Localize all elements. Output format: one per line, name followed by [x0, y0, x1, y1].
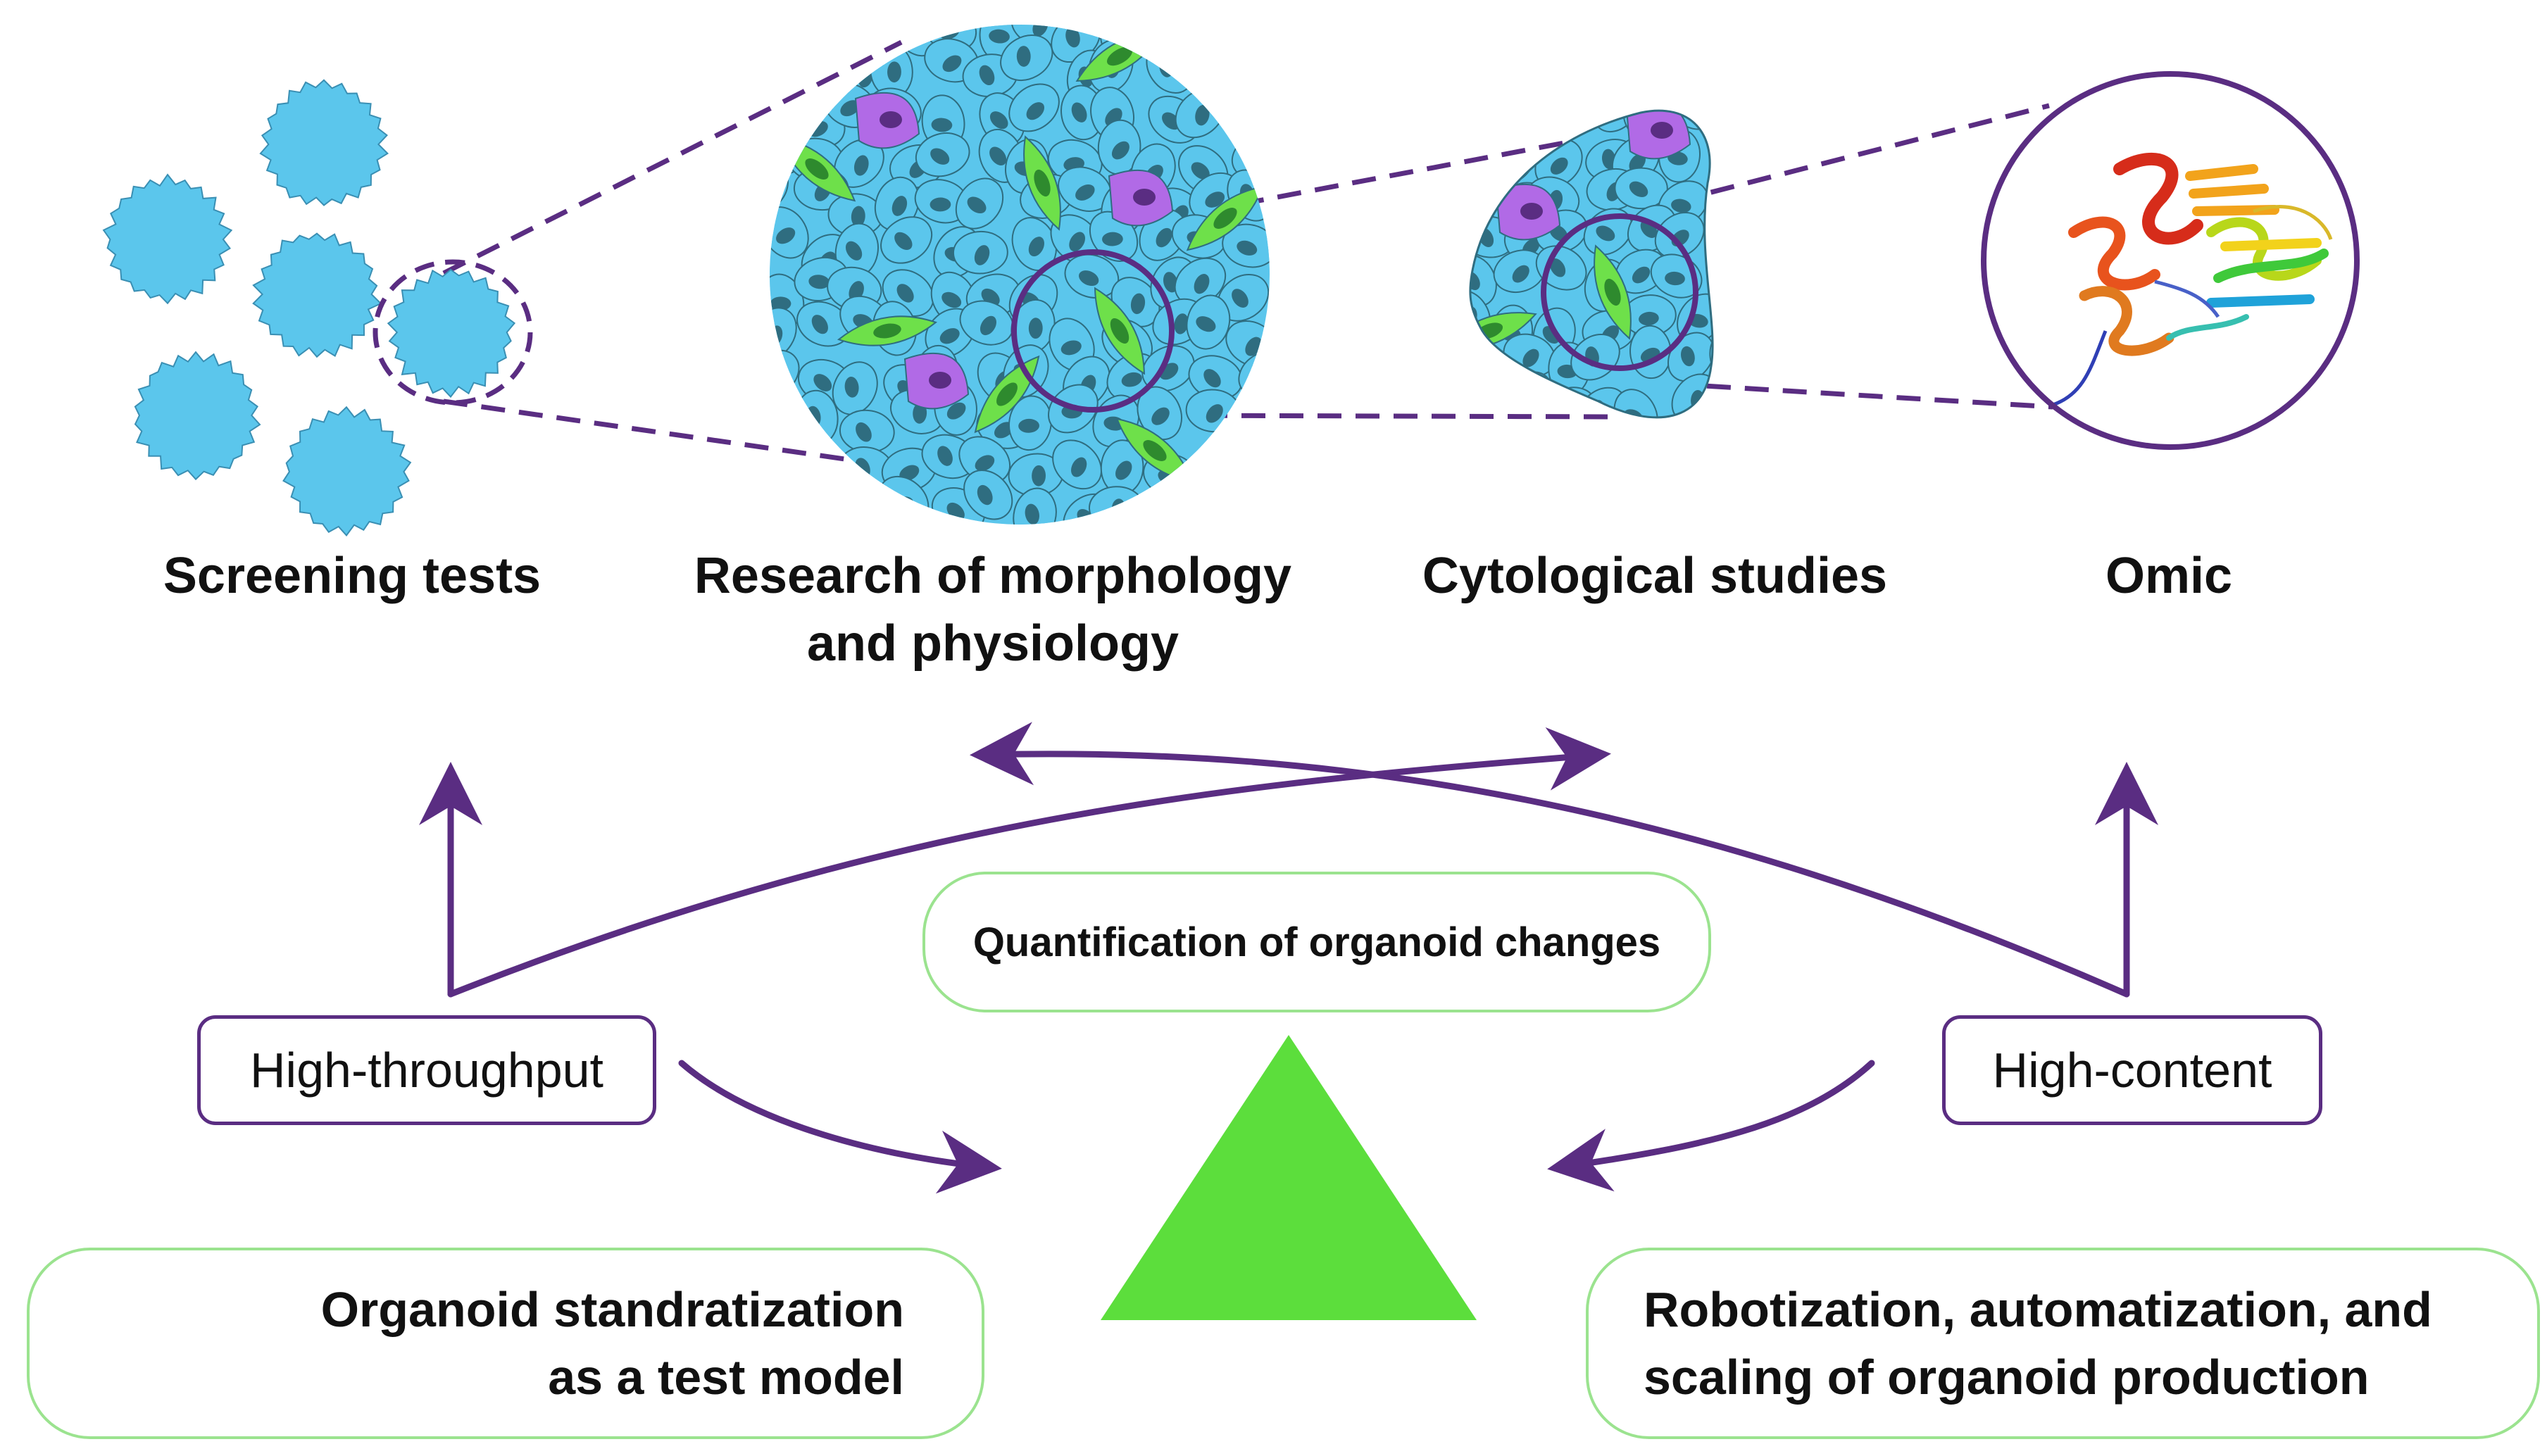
- omic-protein-view: [1981, 71, 2360, 450]
- robotization-line1: Robotization, automatization, and: [1644, 1282, 2432, 1337]
- zoom-lines: [442, 39, 2053, 467]
- organoid-blob: [102, 173, 233, 305]
- label-cytological-studies: Cytological studies: [1422, 548, 1888, 604]
- standardization-box: Organoid standratization as a test model: [27, 1248, 984, 1439]
- organoid-blob: [259, 79, 389, 206]
- protein-structure-icon: [2052, 153, 2333, 407]
- high-throughput-tag: High-throughput: [197, 1015, 656, 1125]
- label-morphology-line2: and physiology: [806, 615, 1179, 672]
- high-content-tag: High-content: [1942, 1015, 2322, 1125]
- standardization-line1: Organoid standratization: [320, 1282, 904, 1337]
- standardization-text: Organoid standratization as a test model: [321, 1276, 904, 1411]
- morphology-organoid: [770, 25, 1270, 525]
- screening-organoids: [102, 79, 516, 536]
- organoid-blob: [252, 232, 382, 358]
- robotization-box: Robotization, automatization, and scalin…: [1586, 1248, 2540, 1439]
- robotization-text: Robotization, automatization, and scalin…: [1644, 1276, 2432, 1411]
- organoid-blob: [134, 351, 261, 481]
- robotization-line2: scaling of organoid production: [1644, 1350, 2370, 1405]
- flow-arrows: [419, 722, 2158, 1194]
- high-content-text: High-content: [1992, 1043, 2272, 1098]
- morphology-focus-circle: [1011, 249, 1175, 413]
- label-omic: Omic: [2105, 548, 2233, 604]
- balance-triangle: [1101, 1035, 1477, 1320]
- cytological-focus-circle: [1541, 213, 1698, 371]
- quantification-box: Quantification of organoid changes: [922, 872, 1711, 1012]
- organoid-blob: [282, 406, 412, 536]
- cytological-section: [1469, 109, 1714, 419]
- label-screening-tests: Screening tests: [163, 548, 542, 604]
- organoid-blob: [387, 268, 516, 398]
- standardization-line2: as a test model: [548, 1350, 904, 1405]
- high-throughput-text: High-throughput: [250, 1043, 603, 1098]
- label-morphology-line1: Research of morphology: [694, 548, 1292, 604]
- screening-focus-circle: [373, 259, 533, 406]
- quantification-text: Quantification of organoid changes: [972, 919, 1661, 965]
- label-morphology: Research of morphology and physiology: [634, 542, 1352, 677]
